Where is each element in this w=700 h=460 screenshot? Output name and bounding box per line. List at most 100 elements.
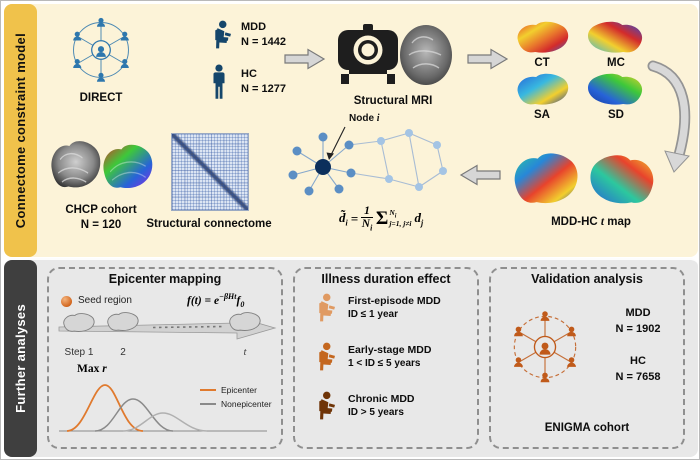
direct-label: DIRECT <box>79 92 123 104</box>
hc-n: N = 1277 <box>241 83 286 95</box>
curve-legend: Epicenter Nonepicenter <box>199 385 272 409</box>
chronic-duration: ID > 5 years <box>348 407 404 418</box>
stept-label: t <box>243 347 247 358</box>
enigma-cohort-label: ENIGMA cohort <box>544 422 630 434</box>
validation-hc-label: HC <box>630 355 646 367</box>
structural-connectome-label: Structural connectome <box>146 218 272 230</box>
mc-brain-map <box>587 21 643 53</box>
epicenter-curve <box>66 384 144 432</box>
ct-label: CT <box>534 57 550 69</box>
top-section-label: Connectome constraint model <box>13 32 28 229</box>
formula-fraction: 1 Ni <box>361 205 373 233</box>
early-stage-person-icon <box>319 342 335 371</box>
brain-mri-scan <box>400 25 452 85</box>
first-episode-duration: ID ≤ 1 year <box>348 309 398 320</box>
validation-mdd-n: N = 1902 <box>615 323 661 335</box>
step1-label: Step 1 <box>64 347 94 358</box>
validation-hc-text: HC N = 7658 <box>599 353 677 385</box>
diffusion-steps-arrow <box>58 312 277 340</box>
chcp-line1: CHCP cohort <box>65 204 137 216</box>
formula-term: dj <box>414 210 424 228</box>
nonepicenter-curve-2 <box>122 412 208 432</box>
illness-title: Illness duration effect <box>321 272 451 286</box>
formula-equals: = <box>350 210 359 226</box>
tmap-brain-right <box>590 155 654 204</box>
tmap-label: MDD-HC t map <box>517 215 665 230</box>
hc-standing-person-icon <box>213 64 225 99</box>
early-stage-row: Early-stage MDD 1 < ID ≤ 5 years <box>307 342 431 372</box>
mri-scanner-icon <box>338 24 398 84</box>
mdd-label: MDD <box>241 21 267 33</box>
max-r-label: Max r <box>77 363 107 375</box>
tmap-brain-left <box>514 153 578 204</box>
first-episode-text: First-episode MDD ID ≤ 1 year <box>348 294 441 322</box>
seed-region-label: Seed region <box>78 295 132 306</box>
validation-hc-n: N = 7658 <box>615 371 661 383</box>
sa-label: SA <box>534 109 550 121</box>
legend-nonepicenter: Nonepicenter <box>199 399 272 409</box>
flow-arrow-right-2 <box>467 48 509 70</box>
validation-mdd-label: MDD <box>625 307 651 319</box>
stept-brain <box>229 312 261 331</box>
step1-brain <box>63 313 95 332</box>
nonepicenter-legend-label: Nonepicenter <box>221 399 272 409</box>
seed-region-dot <box>61 296 72 307</box>
sa-brain-map <box>517 73 569 105</box>
epicenter-title: Epicenter mapping <box>108 272 222 286</box>
early-stage-label: Early-stage MDD <box>348 344 432 356</box>
node-i-label: Node i <box>349 113 380 124</box>
sd-brain-map <box>587 73 643 105</box>
connectome-matrix <box>171 133 249 211</box>
top-section-band: Connectome constraint model <box>4 4 37 257</box>
sd-label: SD <box>608 109 624 121</box>
validation-mdd-text: MDD N = 1902 <box>599 305 677 337</box>
diffusion-formula: f(t) = e−βHtf0 <box>187 292 245 310</box>
chronic-row: Chronic MDD ID > 5 years <box>307 391 415 421</box>
early-stage-text: Early-stage MDD 1 < ID ≤ 5 years <box>348 343 431 371</box>
mdd-cohort-text: MDD N = 1442 <box>241 20 286 50</box>
epicenter-curves-chart <box>59 384 267 432</box>
hc-cohort-text: HC N = 1277 <box>241 67 286 97</box>
mdd-n: N = 1442 <box>241 36 286 48</box>
curved-flow-arrow <box>647 60 691 173</box>
further-analyses-section: Further analyses <box>4 258 698 457</box>
nonepicenter-curve-1 <box>94 398 174 432</box>
bottom-section-label: Further analyses <box>13 304 28 413</box>
illness-duration-box: Illness duration effect <box>293 267 479 449</box>
chcp-tractography-brain <box>103 144 153 189</box>
mc-label: MC <box>607 57 625 69</box>
tmap-pre: MDD-HC <box>551 216 601 228</box>
structural-mri-label: Structural MRI <box>353 95 433 107</box>
flow-arrow-right-1 <box>284 48 326 70</box>
formula-lhs: d̃i <box>339 210 348 228</box>
epicenter-mapping-box: Epicenter mapping <box>47 267 283 449</box>
flow-arrow-left <box>459 164 501 186</box>
node-network-diagram <box>288 126 447 196</box>
first-episode-person-icon <box>319 293 335 322</box>
epicenter-legend-label: Epicenter <box>221 385 257 395</box>
formula-sum: Σ Ni j=1, j≠i <box>375 207 412 230</box>
node-label-pre: Node <box>349 113 377 124</box>
chronic-label: Chronic MDD <box>348 393 415 405</box>
chronic-person-icon <box>319 391 335 420</box>
direct-network-icon <box>73 17 129 82</box>
chcp-gray-brain <box>51 141 101 188</box>
chcp-line2: N = 120 <box>80 219 122 231</box>
early-stage-duration: 1 < ID ≤ 5 years <box>348 358 421 369</box>
hc-label: HC <box>241 68 257 80</box>
enigma-network-icon <box>513 311 577 383</box>
chronic-text: Chronic MDD ID > 5 years <box>348 392 415 420</box>
bottom-section-band: Further analyses <box>4 260 37 457</box>
degree-formula: d̃i = 1 Ni Σ Ni j=1, j≠i dj <box>339 205 423 233</box>
validation-analysis-box: Validation analysis <box>489 267 685 449</box>
tmap-post: map <box>604 216 631 228</box>
legend-epicenter: Epicenter <box>199 385 272 395</box>
step2-brain <box>107 312 139 331</box>
node-label-i: i <box>376 113 380 124</box>
first-episode-label: First-episode MDD <box>348 295 441 307</box>
validation-title: Validation analysis <box>531 272 643 286</box>
chcp-cohort-label: CHCP cohort N = 120 <box>41 203 161 233</box>
ct-brain-map <box>517 21 569 53</box>
step2-label: 2 <box>120 347 126 358</box>
